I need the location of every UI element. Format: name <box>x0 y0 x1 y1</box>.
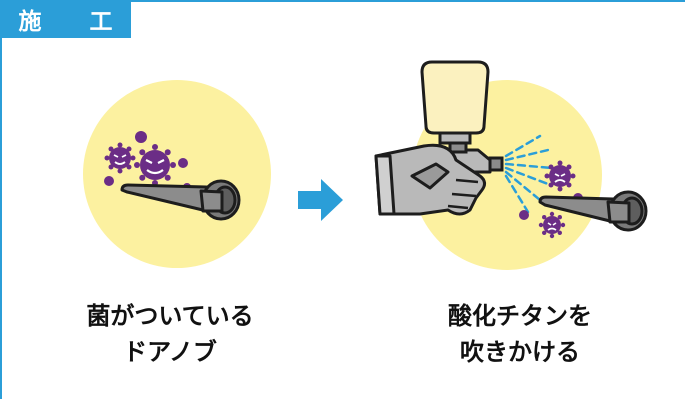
caption-line: 酸化チタンを <box>390 298 650 334</box>
caption-line: 菌がついている <box>40 298 300 334</box>
background-circle <box>83 80 271 268</box>
germ-dot <box>135 131 147 143</box>
germ-icon <box>539 212 565 238</box>
caption-line: 吹きかける <box>390 334 650 370</box>
step-before-caption: 菌がついている ドアノブ <box>40 298 300 370</box>
caption-line: ドアノブ <box>40 334 300 370</box>
germ-icon <box>134 144 176 186</box>
arrow-right-icon <box>298 179 343 221</box>
step-after-illustration <box>376 62 646 270</box>
step-before-illustration <box>83 80 271 268</box>
germ-dot <box>519 210 529 220</box>
germ-dot <box>104 176 114 186</box>
step-after-caption: 酸化チタンを 吹きかける <box>390 298 650 370</box>
germ-dot <box>178 158 188 168</box>
